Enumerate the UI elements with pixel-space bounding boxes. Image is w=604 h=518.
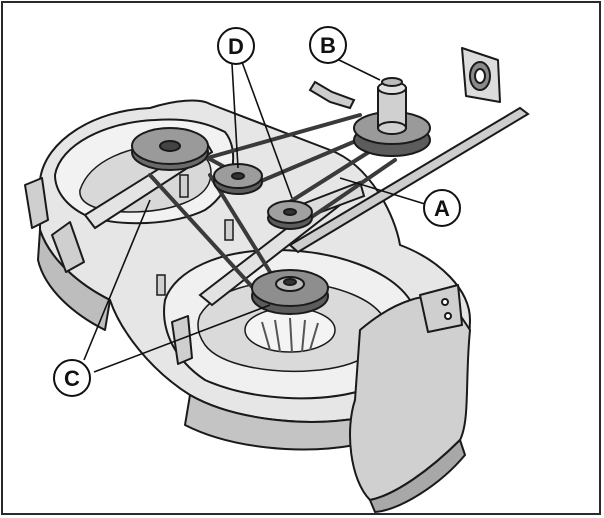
left-mandrel-pulley [131,127,209,171]
callout-a: A [423,189,461,227]
blade-spindle [244,307,336,354]
callout-c-label: C [64,366,80,391]
callout-b: B [309,26,347,64]
right-mandrel-pulley [251,269,329,315]
mounting-posts [156,174,234,296]
callout-a-label: A [434,196,450,221]
engine-pulley-b [353,77,431,157]
callout-c: C [53,359,91,397]
callout-d-label: D [228,34,244,59]
callout-d: D [217,27,255,65]
idler-pulley-d [213,163,263,195]
leader-lines [83,57,426,373]
idler-pulley-a [267,200,313,230]
callout-b-label: B [320,33,336,58]
